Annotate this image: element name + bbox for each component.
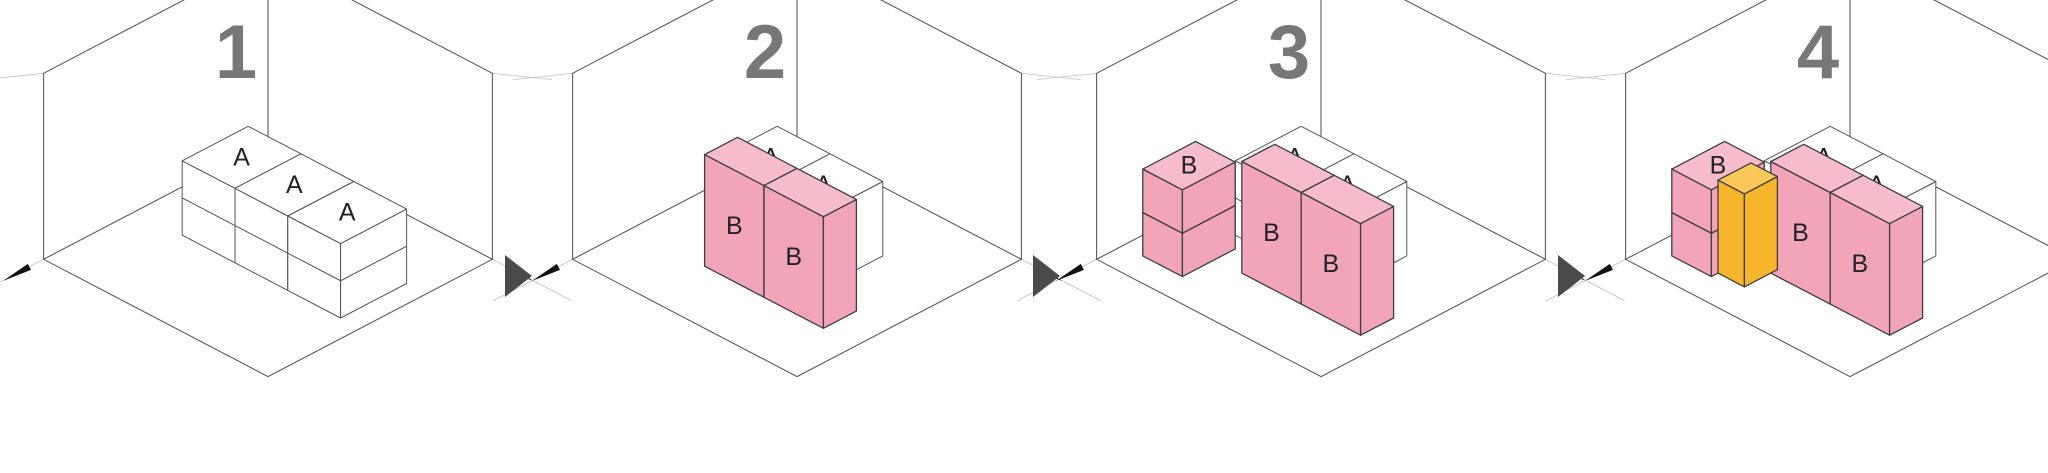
block-label-b: B — [1263, 219, 1280, 247]
block-label-a: A — [233, 143, 250, 171]
step-4: 4AABBB — [1546, 0, 2048, 378]
block-label-b: B — [1852, 250, 1869, 278]
block-label-b: B — [1792, 219, 1809, 247]
block-label-b: B — [1181, 152, 1198, 180]
step-number: 1 — [215, 10, 257, 95]
arrow-3-4 — [1558, 255, 1585, 297]
step-number: 3 — [1268, 10, 1310, 95]
block-label-b: B — [1710, 152, 1727, 180]
step-2: 2AABB — [493, 0, 1101, 378]
step-number: 2 — [744, 10, 786, 95]
block-label-b: B — [726, 212, 743, 240]
block-label-a: A — [286, 171, 303, 199]
arrow-1-2 — [505, 255, 532, 297]
block-label-b: B — [785, 243, 802, 271]
block-label-b: B — [1323, 250, 1340, 278]
step-number: 4 — [1797, 10, 1839, 95]
step-1: 1A A A — [0, 0, 572, 378]
step-3: 3AABBB — [1017, 0, 1625, 378]
block-label-a: A — [339, 199, 356, 227]
arrow-2-3 — [1033, 255, 1060, 297]
